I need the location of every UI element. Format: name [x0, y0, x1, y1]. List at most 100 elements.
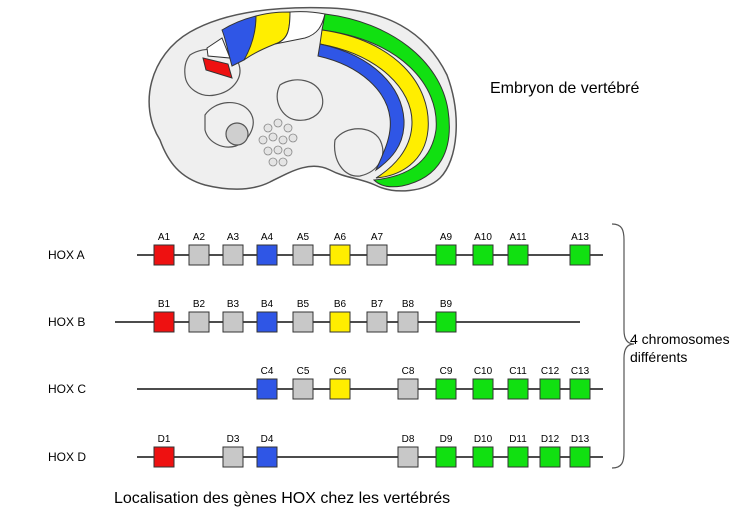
cluster-name: HOX B — [48, 315, 85, 329]
gene-label-b4: B4 — [261, 299, 274, 310]
gene-label-b6: B6 — [334, 299, 347, 310]
gene-label-c4: C4 — [261, 366, 274, 377]
gene-label-d3: D3 — [227, 434, 240, 445]
gene-label-a3: A3 — [227, 232, 240, 243]
gene-label-a4: A4 — [261, 232, 274, 243]
cluster-name: HOX C — [48, 382, 86, 396]
gene-box-a6 — [329, 244, 351, 266]
gene-box-b6 — [329, 311, 351, 333]
gene-label-d8: D8 — [402, 434, 415, 445]
embryo-somites — [258, 118, 298, 167]
gene-box-c4 — [256, 378, 278, 400]
gene-label-b7: B7 — [371, 299, 384, 310]
gene-box-c9 — [435, 378, 457, 400]
gene-label-b9: B9 — [440, 299, 453, 310]
cluster-name: HOX A — [48, 248, 85, 262]
gene-label-c5: C5 — [297, 366, 310, 377]
gene-label-b5: B5 — [297, 299, 310, 310]
gene-label-c10: C10 — [474, 366, 493, 377]
gene-box-a7 — [366, 244, 388, 266]
gene-box-d9 — [435, 446, 457, 468]
gene-box-d8 — [397, 446, 419, 468]
gene-label-a5: A5 — [297, 232, 310, 243]
gene-box-a10 — [472, 244, 494, 266]
gene-box-c11 — [507, 378, 529, 400]
chromosome-brace — [611, 223, 635, 469]
gene-label-c9: C9 — [440, 366, 453, 377]
gene-label-c12: C12 — [541, 366, 560, 377]
band-yellow-tail — [319, 29, 429, 179]
gene-box-a5 — [292, 244, 314, 266]
gene-label-d13: D13 — [571, 434, 590, 445]
gene-box-a2 — [188, 244, 210, 266]
gene-box-c12 — [539, 378, 561, 400]
gene-box-c10 — [472, 378, 494, 400]
gene-box-b4 — [256, 311, 278, 333]
gene-box-d12 — [539, 446, 561, 468]
gene-label-a10: A10 — [474, 232, 492, 243]
band-white-top — [274, 11, 326, 45]
gene-box-b7 — [366, 311, 388, 333]
gene-box-b1 — [153, 311, 175, 333]
gene-label-a11: A11 — [509, 232, 526, 243]
gene-box-a11 — [507, 244, 529, 266]
chromosome-note-line-2: différents — [630, 349, 688, 365]
cluster-name: HOX D — [48, 450, 86, 464]
gene-label-b2: B2 — [193, 299, 206, 310]
gene-label-d10: D10 — [474, 434, 493, 445]
gene-label-b1: B1 — [158, 299, 171, 310]
gene-label-d4: D4 — [261, 434, 274, 445]
gene-box-a9 — [435, 244, 457, 266]
band-green-outer — [321, 13, 450, 188]
gene-label-d11: D11 — [509, 434, 527, 445]
embryo-illustration — [148, 6, 457, 192]
gene-box-d1 — [153, 446, 175, 468]
chromosome-note-line-1: 4 chromosomes — [630, 331, 730, 347]
gene-label-d9: D9 — [440, 434, 453, 445]
gene-box-a1 — [153, 244, 175, 266]
gene-box-a4 — [256, 244, 278, 266]
gene-label-a13: A13 — [571, 232, 589, 243]
gene-box-c6 — [329, 378, 351, 400]
gene-box-a3 — [222, 244, 244, 266]
gene-label-c6: C6 — [334, 366, 347, 377]
band-red — [202, 57, 233, 79]
gene-label-b3: B3 — [227, 299, 240, 310]
gene-box-c5 — [292, 378, 314, 400]
gene-label-c8: C8 — [402, 366, 415, 377]
band-blue-tail — [317, 43, 405, 172]
gene-label-a7: A7 — [371, 232, 384, 243]
gene-label-c11: C11 — [509, 366, 527, 377]
cluster-hox-d: HOX D D1 D3 D4 D8 D9 D10 D11 D12 D13 — [48, 434, 603, 468]
gene-label-c13: C13 — [571, 366, 590, 377]
gene-box-d10 — [472, 446, 494, 468]
gene-label-a2: A2 — [193, 232, 206, 243]
gene-label-d12: D12 — [541, 434, 560, 445]
embryo-eye — [225, 122, 249, 146]
gene-box-b3 — [222, 311, 244, 333]
gene-box-b8 — [397, 311, 419, 333]
gene-box-b5 — [292, 311, 314, 333]
gene-box-d3 — [222, 446, 244, 468]
gene-label-b8: B8 — [402, 299, 415, 310]
figure-caption: Localisation des gènes HOX chez les vert… — [114, 490, 451, 507]
gene-box-c13 — [569, 378, 591, 400]
gene-label-d1: D1 — [158, 434, 171, 445]
embryo-title: Embryon de vertébré — [490, 80, 640, 97]
gene-label-a9: A9 — [440, 232, 453, 243]
gene-box-a13 — [569, 244, 591, 266]
gene-box-c8 — [397, 378, 419, 400]
cluster-hox-c: HOX C C4 C5 C6 C8 C9 C10 C11 C12 C13 — [48, 366, 603, 400]
cluster-hox-a: HOX A A1 A2 A3 A4 A5 A6 A7 A9 A10 A11 A13 — [48, 232, 603, 266]
chromosome-note: 4 chromosomes différents — [630, 330, 730, 366]
gene-box-d11 — [507, 446, 529, 468]
gene-label-a6: A6 — [334, 232, 347, 243]
gene-box-b9 — [435, 311, 457, 333]
gene-label-a1: A1 — [158, 232, 171, 243]
embryo-arch-2 — [276, 79, 324, 121]
cluster-hox-b: HOX B B1 B2 B3 B4 B5 B6 B7 B8 B9 — [48, 299, 580, 333]
gene-box-d13 — [569, 446, 591, 468]
gene-box-d4 — [256, 446, 278, 468]
